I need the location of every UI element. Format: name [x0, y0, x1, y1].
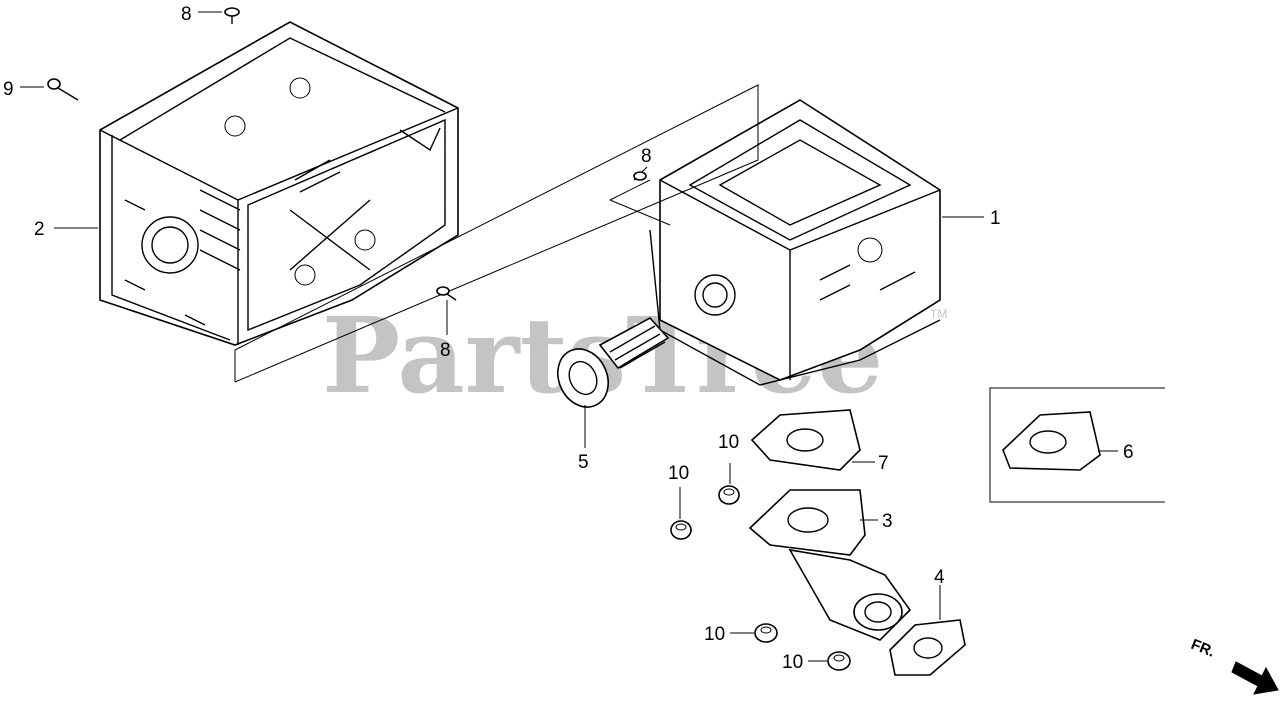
pipe-gasket-hole	[913, 637, 943, 659]
screw-8-mid	[633, 171, 647, 181]
assembly-guide-lines	[234, 84, 759, 383]
callout-6: 6	[1123, 442, 1134, 463]
watermark-trademark: TM	[930, 307, 947, 321]
callout-5: 5	[578, 452, 589, 473]
gasket-hole	[786, 428, 824, 452]
callout-9: 9	[3, 79, 14, 100]
bolt-9	[47, 78, 79, 101]
callout-10-d: 10	[782, 652, 803, 673]
inset-frame	[989, 387, 1165, 503]
nut-10-c	[754, 623, 778, 643]
muffler-part	[649, 99, 941, 386]
front-direction-label: FR.	[1189, 636, 1218, 661]
exhaust-pipe-part	[748, 489, 912, 641]
alt-gasket-hole	[1029, 430, 1067, 454]
nut-10-b	[670, 520, 692, 540]
callout-8-low: 8	[440, 340, 451, 361]
callout-7: 7	[878, 453, 889, 474]
callout-3: 3	[882, 511, 893, 532]
pipe-gasket-part	[889, 619, 966, 676]
callout-2: 2	[34, 219, 45, 240]
callout-8-top: 8	[181, 4, 192, 25]
alt-gasket-part	[1002, 411, 1101, 471]
callout-10-a: 10	[718, 432, 739, 453]
front-direction-arrow	[1231, 661, 1279, 695]
nut-10-d	[827, 651, 851, 671]
leader-lines	[20, 11, 1118, 662]
screw-8-low	[436, 286, 457, 301]
screw-8-top	[224, 7, 240, 24]
callout-1: 1	[990, 208, 1001, 229]
callout-8-mid: 8	[641, 146, 652, 167]
muffler-protector-part	[99, 21, 459, 346]
callout-10-b: 10	[668, 463, 689, 484]
callout-4: 4	[934, 567, 945, 588]
gasket-part	[750, 409, 861, 471]
spark-arrester-part	[557, 316, 670, 408]
nut-10-a	[718, 485, 740, 505]
callout-10-c: 10	[704, 624, 725, 645]
